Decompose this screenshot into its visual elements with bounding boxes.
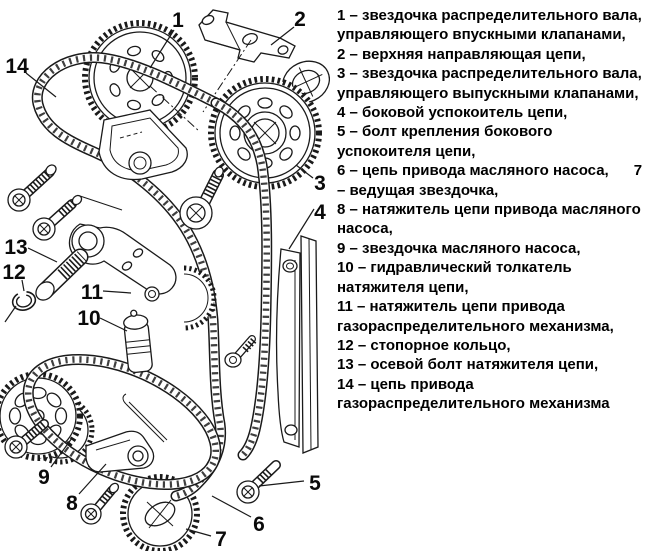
- legend-line: 14 – цепь привода: [337, 375, 474, 393]
- snap-ring-12: [11, 291, 37, 311]
- chain-tensioner-11: [68, 223, 217, 331]
- callout-9: 9: [38, 466, 50, 489]
- legend-panel: 1 – звездочка распределительного вала, у…: [337, 6, 649, 414]
- callout-6: 6: [253, 513, 265, 536]
- legend-line: газораспределительного механизма,: [337, 317, 614, 335]
- legend-line: насоса,: [337, 220, 393, 238]
- callout-2: 2: [294, 8, 306, 31]
- callout-13: 13: [4, 236, 27, 259]
- legend-line: 1 – звездочка распределительного вала,: [337, 7, 642, 24]
- callout-3: 3: [314, 172, 326, 195]
- bolt-oil-pump-sprocket: [4, 419, 49, 459]
- bolt-long-left: [7, 164, 57, 212]
- side-guide-rail: [275, 235, 319, 454]
- callout-7: 7: [215, 528, 227, 551]
- legend-line: 12 – стопорное кольцо,: [337, 336, 511, 354]
- callout-12: 12: [2, 261, 25, 284]
- axial-bolt-13: [35, 248, 89, 301]
- legend-line: 4 – боковой успокоитель цепи,: [337, 104, 568, 122]
- callout-8: 8: [66, 492, 78, 515]
- legend-line: 8 – натяжитель цепи привода масляного: [337, 201, 641, 219]
- oil-pump-chain-tensioner-8: [85, 430, 155, 473]
- legend-line: газораспределительного механизма: [337, 395, 610, 413]
- legend-line: 11 – натяжитель цепи привода: [337, 298, 565, 316]
- bolt-short-left: [32, 194, 123, 241]
- legend-line: 6 – цепь привода масляного насоса, 7: [337, 162, 643, 180]
- bolt-5: [236, 460, 281, 504]
- leader-lines: [4, 26, 315, 537]
- hydraulic-tappet-10: [123, 309, 153, 374]
- bolt-8: [80, 482, 120, 525]
- chain-damper-bracket: [98, 109, 188, 181]
- legend-line: натяжителя цепи,: [337, 278, 469, 296]
- callout-numbers: 1 2 3 4 5 6 7 8 9 10 11 12 13 14: [2, 8, 326, 551]
- callout-1: 1: [172, 9, 184, 32]
- legend-line: – ведущая звездочка,: [337, 181, 499, 199]
- timing-chain-parts-diagram: 1 2 3 4 5 6 7 8 9 10 11 12 13 14: [0, 8, 330, 551]
- legend-line: 2 – верхняя направляющая цепи,: [337, 45, 586, 63]
- tensioner-pin: [122, 393, 168, 443]
- legend-line: управляющего впускными клапанами,: [337, 26, 626, 44]
- upper-chain-guide-bracket: [198, 9, 296, 63]
- button-head-bolt-center: [179, 166, 224, 230]
- legend-line: 10 – гидравлический толкатель: [337, 259, 572, 277]
- callout-14: 14: [5, 55, 29, 78]
- legend-line: 13 – осевой болт натяжителя цепи,: [337, 356, 599, 374]
- callout-5: 5: [309, 472, 321, 495]
- legend-line: успокоителя цепи,: [337, 142, 476, 160]
- callout-10: 10: [77, 307, 100, 330]
- legend-line: управляющего выпускными клапанами,: [337, 84, 639, 102]
- callout-11: 11: [81, 281, 104, 304]
- legend-line: 3 – звездочка распределительного вала,: [337, 65, 642, 83]
- legend-line: 5 – болт крепления бокового: [337, 123, 553, 141]
- bolt-right-middle: [224, 335, 257, 368]
- sprocket-1-intake-camshaft: [82, 20, 198, 136]
- legend-line: 9 – звездочка масляного насоса,: [337, 239, 581, 257]
- callout-4: 4: [314, 201, 326, 224]
